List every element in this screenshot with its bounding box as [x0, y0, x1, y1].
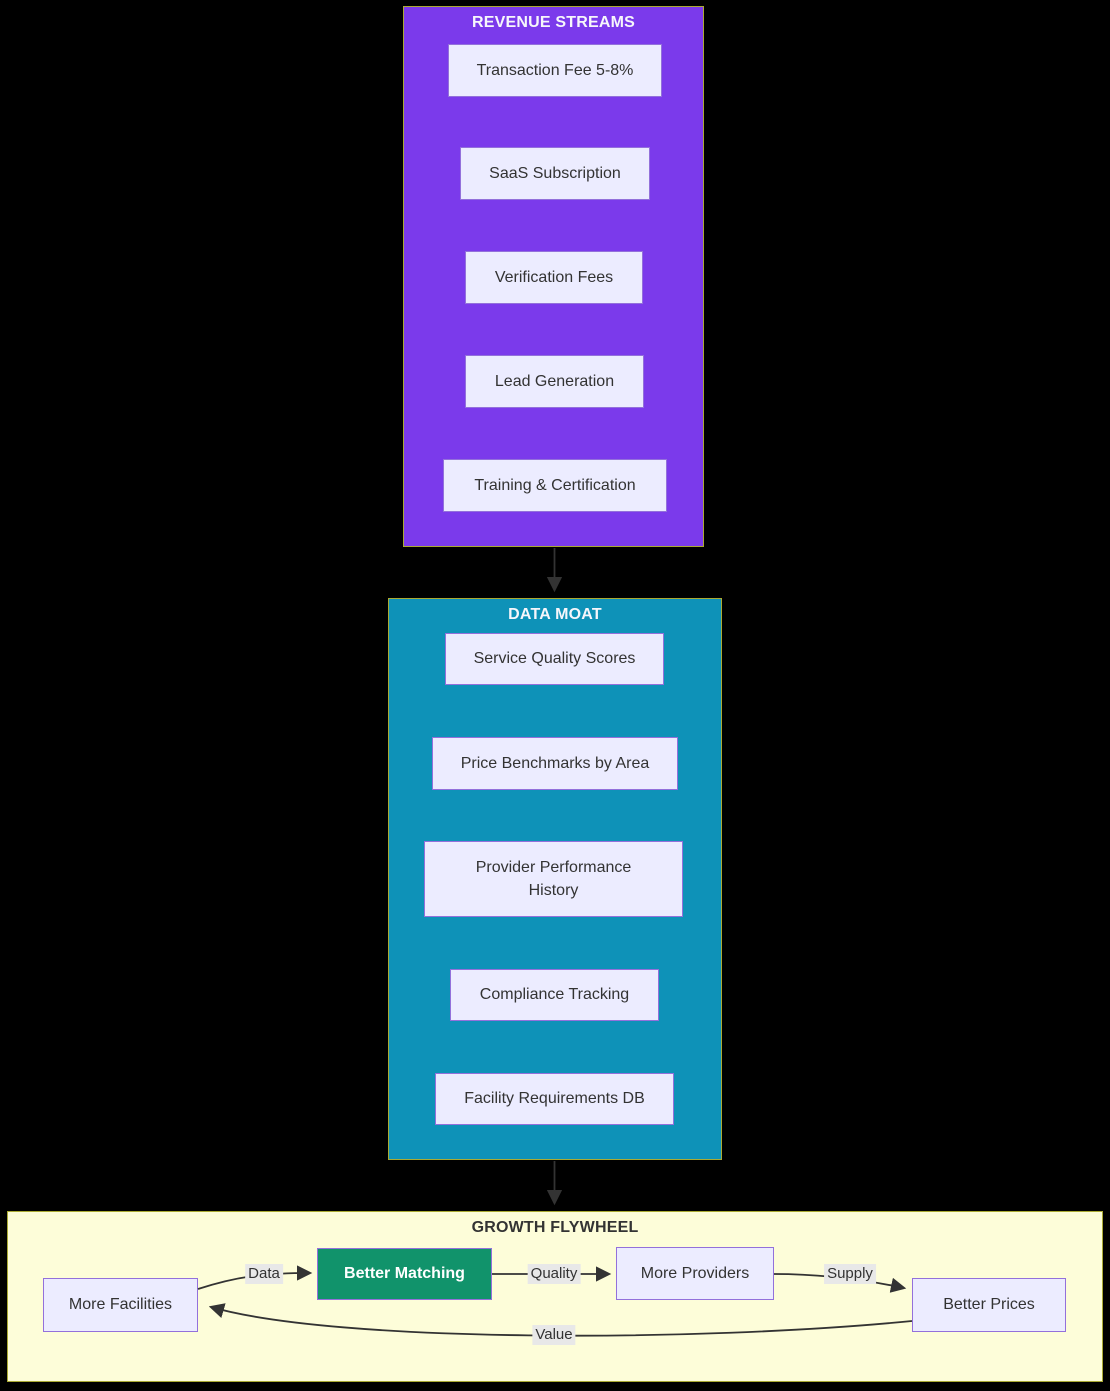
node-provider-performance-history: Provider Performance History: [424, 841, 683, 917]
cluster-data-moat-title: DATA MOAT: [508, 606, 602, 623]
node-facility-requirements-db: Facility Requirements DB: [435, 1073, 674, 1125]
node-transaction-fee: Transaction Fee 5-8%: [448, 44, 662, 97]
cluster-flywheel-title: GROWTH FLYWHEEL: [471, 1219, 639, 1236]
node-price-benchmarks: Price Benchmarks by Area: [432, 737, 678, 790]
node-better-prices: Better Prices: [912, 1278, 1066, 1332]
edge-label-data: Data: [245, 1264, 283, 1284]
node-more-facilities: More Facilities: [43, 1278, 198, 1332]
node-service-quality-scores: Service Quality Scores: [445, 633, 664, 685]
node-saas-subscription: SaaS Subscription: [460, 147, 650, 200]
node-verification-fees: Verification Fees: [465, 251, 643, 304]
edge-label-value: Value: [532, 1325, 576, 1345]
node-more-providers: More Providers: [616, 1247, 774, 1300]
edge-label-quality: Quality: [527, 1264, 581, 1284]
node-training-certification: Training & Certification: [443, 459, 667, 512]
node-compliance-tracking: Compliance Tracking: [450, 969, 659, 1021]
node-better-matching: Better Matching: [317, 1248, 492, 1300]
edge-label-supply: Supply: [824, 1264, 876, 1284]
node-lead-generation: Lead Generation: [465, 355, 644, 408]
cluster-revenue-title: REVENUE STREAMS: [471, 14, 636, 31]
